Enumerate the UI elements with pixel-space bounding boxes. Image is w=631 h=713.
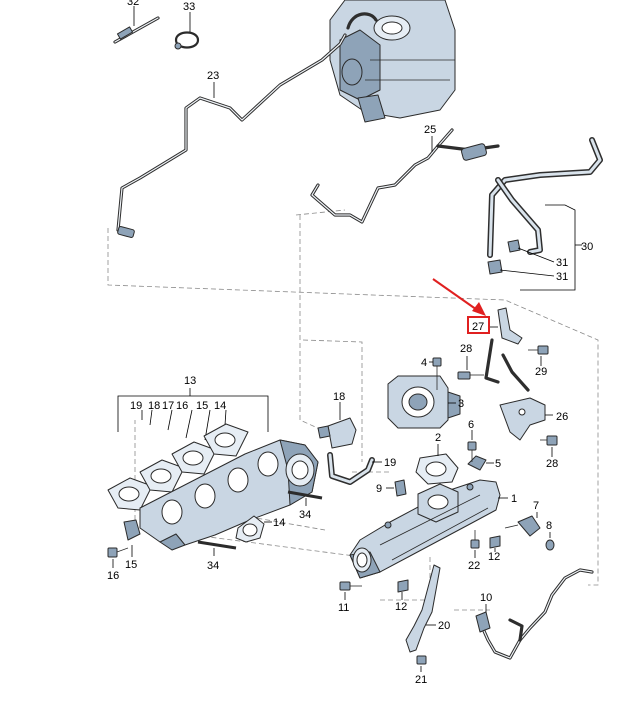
callout-4: 4 [421, 357, 427, 369]
part-5-bracket [467, 455, 494, 471]
callout-28-lower: 28 [546, 458, 558, 470]
part-9-seal [386, 479, 407, 497]
part-28-bolt-lower [540, 435, 558, 457]
part-25-pipe [310, 128, 500, 224]
part-32-clamp-tool [113, 6, 160, 44]
callout-28-upper: 28 [460, 343, 472, 355]
part-15-sensor [123, 519, 141, 557]
callout-14-gasket: 14 [214, 400, 226, 412]
callout-8: 8 [546, 520, 552, 532]
callout-31-lower: 31 [556, 271, 568, 283]
part-12-nut-lower [397, 579, 409, 600]
part-10-egr-pipe [475, 568, 594, 660]
part-12-nut-right [489, 535, 501, 552]
callout-6: 6 [468, 419, 474, 431]
callout-33: 33 [183, 1, 195, 13]
callout-12-right: 12 [488, 551, 500, 563]
part-26-bracket [499, 397, 553, 441]
part-21-bolt [416, 655, 427, 672]
callout-3: 3 [458, 398, 464, 410]
callout-5: 5 [495, 458, 501, 470]
callout-16-gasket: 16 [176, 400, 188, 412]
callout-21: 21 [415, 674, 427, 686]
callout-11: 11 [338, 602, 349, 614]
part-8-seal [545, 532, 555, 551]
highlight-arrow [432, 278, 481, 313]
callout-30: 30 [581, 241, 593, 253]
callout-34-upper: 34 [299, 509, 311, 521]
callout-13: 13 [184, 375, 196, 387]
air-filter-housing [329, 0, 456, 123]
callout-15-gasket: 15 [196, 400, 208, 412]
callout-10: 10 [480, 592, 492, 604]
highlight-part-27: 27 [432, 278, 490, 334]
callout-2: 2 [435, 432, 441, 444]
part-16-bolt [107, 547, 129, 568]
part-31-clips [487, 239, 555, 277]
callout-27: 27 [472, 321, 484, 333]
callout-18-gasket: 18 [148, 400, 160, 412]
part-22-bolt [470, 530, 480, 558]
part-28-bolt-upper [457, 356, 484, 380]
callout-29: 29 [535, 366, 547, 378]
callout-25: 25 [424, 124, 436, 136]
callout-22: 22 [468, 560, 480, 572]
callout-18: 18 [333, 391, 345, 403]
part-11-bolt [339, 581, 362, 600]
callout-19-gasket: 19 [130, 400, 142, 412]
part-6-bolt [467, 430, 477, 462]
callout-34-lower: 34 [207, 560, 219, 572]
callout-12-lower: 12 [395, 601, 407, 613]
part-27-bracket [484, 307, 530, 392]
part-18-solenoid-valve [317, 402, 357, 449]
part-30-hose-assembly [487, 137, 603, 291]
callout-19-hose: 19 [384, 457, 396, 469]
callout-16: 16 [107, 570, 119, 582]
callout-1: 1 [511, 493, 517, 505]
callout-23: 23 [207, 70, 219, 82]
part-1-intake-manifold [349, 479, 508, 579]
part-manifold-left [139, 439, 319, 551]
part-23-vacuum-pipe [116, 33, 347, 238]
part-33-hose-clamp [174, 12, 200, 50]
callout-32: 32 [127, 0, 139, 8]
callout-labels: 32 33 23 25 30 31 31 28 29 4 3 26 28 2 6… [107, 0, 593, 686]
gasket-row [107, 423, 249, 511]
highlight-box [467, 316, 490, 334]
part-4-bolt [429, 357, 442, 390]
callout-7: 7 [533, 500, 539, 512]
part-19-hose [327, 452, 382, 485]
part-34-stud-lower [197, 540, 237, 556]
part-29-bolt [528, 345, 549, 366]
callout-26: 26 [556, 411, 568, 423]
callout-15: 15 [125, 559, 137, 571]
part-3-throttle-body [387, 375, 461, 429]
part-2-gasket [415, 444, 459, 485]
part-7-sensor [504, 512, 541, 537]
highlight-arrow-head [472, 302, 486, 316]
callout-14: 14 [273, 517, 285, 529]
part-20-bracket [405, 564, 441, 653]
callout-9: 9 [376, 483, 382, 495]
part-34-stud-upper [287, 490, 323, 506]
callout-20: 20 [438, 620, 450, 632]
callout-31-upper: 31 [556, 257, 568, 269]
callout-17: 17 [162, 400, 174, 412]
part-14-gasket [235, 515, 272, 543]
